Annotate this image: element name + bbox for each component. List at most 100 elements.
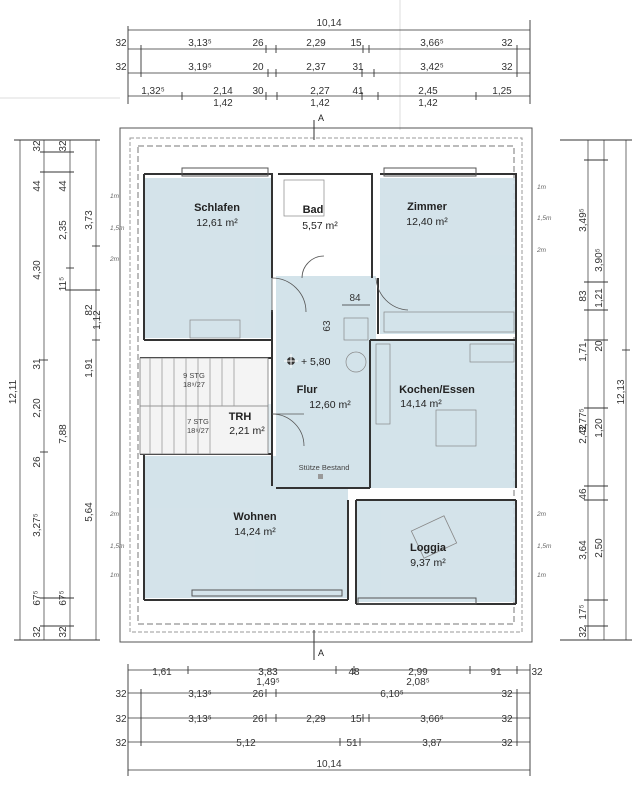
svg-text:67⁵: 67⁵ xyxy=(32,590,43,605)
svg-text:1,21: 1,21 xyxy=(594,288,605,308)
room-name-trh: TRH xyxy=(229,411,252,423)
svg-text:1,42: 1,42 xyxy=(310,98,330,109)
svg-text:1,5m: 1,5m xyxy=(110,225,125,232)
svg-text:3,66⁵: 3,66⁵ xyxy=(420,38,444,49)
svg-text:1,71: 1,71 xyxy=(578,342,589,362)
room-name-schlafen: Schlafen xyxy=(194,202,240,214)
svg-text:1,49⁵: 1,49⁵ xyxy=(256,677,280,688)
svg-text:32: 32 xyxy=(501,689,513,700)
svg-text:26: 26 xyxy=(32,456,43,468)
room-area-kochen: 14,14 m² xyxy=(400,398,442,410)
svg-text:2,45: 2,45 xyxy=(418,86,438,97)
room-area-wohnen: 14,24 m² xyxy=(234,526,276,538)
svg-text:2m: 2m xyxy=(109,256,120,263)
stuetze-label: Stütze Bestand xyxy=(299,463,350,472)
svg-text:7,88: 7,88 xyxy=(58,424,69,444)
column-marker xyxy=(318,474,323,479)
svg-text:1,5m: 1,5m xyxy=(110,543,125,550)
svg-text:1,25: 1,25 xyxy=(492,86,512,97)
svg-text:26: 26 xyxy=(252,689,264,700)
svg-text:3,83: 3,83 xyxy=(258,667,278,678)
svg-text:2,99: 2,99 xyxy=(408,667,428,678)
svg-text:32: 32 xyxy=(501,38,513,49)
svg-text:12,11: 12,11 xyxy=(8,379,19,404)
svg-text:3,64: 3,64 xyxy=(578,540,589,560)
svg-text:2,20: 2,20 xyxy=(32,398,43,418)
svg-text:1m: 1m xyxy=(537,184,547,191)
dormer-walls xyxy=(181,167,477,605)
svg-text:5,12: 5,12 xyxy=(236,738,256,749)
bottom-dim-row1: 1,61 3,83 48 2,99 91 32 1,49⁵ 2,08⁵ xyxy=(152,667,543,688)
room-area-flur: 12,60 m² xyxy=(309,399,351,411)
section-label-bottom: A xyxy=(318,648,324,658)
svg-text:3,66⁵: 3,66⁵ xyxy=(420,714,444,725)
staircase xyxy=(139,357,269,455)
door-swings xyxy=(271,255,409,447)
room-area-schlafen: 12,61 m² xyxy=(196,217,238,229)
top-total-dim: 10,14 xyxy=(316,18,341,29)
wohnen-fill xyxy=(144,456,348,598)
svg-text:3,49⁵: 3,49⁵ xyxy=(578,208,589,232)
svg-text:32: 32 xyxy=(115,689,127,700)
svg-text:20: 20 xyxy=(594,340,605,352)
svg-text:2m: 2m xyxy=(536,511,547,518)
svg-text:32: 32 xyxy=(58,140,69,152)
svg-text:46: 46 xyxy=(578,488,589,500)
svg-text:1,12: 1,12 xyxy=(92,310,103,330)
svg-text:3,19⁵: 3,19⁵ xyxy=(188,62,212,73)
right-dimension-chain xyxy=(560,139,632,641)
svg-text:2,37: 2,37 xyxy=(306,62,326,73)
right-dim-labels: 12,13 3,49⁵ 83 1,71 2,42 46 3,64 17⁵ 32 … xyxy=(578,208,627,637)
svg-text:31: 31 xyxy=(32,358,43,370)
svg-text:2,42: 2,42 xyxy=(578,424,589,444)
svg-text:3,87: 3,87 xyxy=(422,738,442,749)
svg-text:32: 32 xyxy=(115,738,127,749)
room-name-wohnen: Wohnen xyxy=(233,511,276,523)
top-dim-row1: 32 3,13⁵ 26 2,29 15 3,66⁵ 32 xyxy=(115,38,513,49)
svg-text:3,13⁵: 3,13⁵ xyxy=(188,689,212,700)
svg-text:32: 32 xyxy=(115,62,127,73)
svg-text:82: 82 xyxy=(84,304,95,316)
svg-text:30: 30 xyxy=(252,86,264,97)
svg-text:32: 32 xyxy=(32,626,43,638)
svg-text:2,35: 2,35 xyxy=(58,220,69,240)
svg-text:1,42: 1,42 xyxy=(213,98,233,109)
svg-text:91: 91 xyxy=(490,667,502,678)
room-area-trh: 2,21 m² xyxy=(229,425,265,437)
stair-bottom-ratio: 18⁹/27 xyxy=(187,426,209,435)
dim-63: 63 xyxy=(322,320,333,332)
svg-text:83: 83 xyxy=(578,290,589,302)
svg-text:48: 48 xyxy=(348,667,360,678)
svg-text:11⁵: 11⁵ xyxy=(58,277,69,292)
svg-text:1m: 1m xyxy=(110,193,120,200)
flur-fill xyxy=(276,276,376,488)
bottom-dimension-chain xyxy=(127,664,531,776)
svg-text:3,13⁵: 3,13⁵ xyxy=(188,714,212,725)
svg-text:32: 32 xyxy=(32,140,43,152)
svg-text:2m: 2m xyxy=(109,511,120,518)
top-dim-row2: 32 3,19⁵ 20 2,37 31 3,42⁵ 32 xyxy=(115,62,513,73)
svg-text:44: 44 xyxy=(32,180,43,192)
svg-text:32: 32 xyxy=(501,714,513,725)
bottom-dim-row2: 32 3,13⁵ 26 6,10⁵ 32 xyxy=(115,689,513,700)
svg-text:1,32⁵: 1,32⁵ xyxy=(141,86,165,97)
room-area-zimmer: 12,40 m² xyxy=(406,216,448,228)
bottom-dim-row4: 32 5,12 51 3,87 32 xyxy=(115,738,513,749)
room-area-loggia: 9,37 m² xyxy=(410,557,446,569)
svg-text:32: 32 xyxy=(531,667,543,678)
room-name-bad: Bad xyxy=(303,204,324,216)
room-name-zimmer: Zimmer xyxy=(407,201,447,213)
svg-text:1,91: 1,91 xyxy=(84,358,95,378)
svg-text:67⁵: 67⁵ xyxy=(58,590,69,605)
bottom-total-dim: 10,14 xyxy=(316,759,341,770)
svg-text:1,20: 1,20 xyxy=(594,418,605,438)
svg-text:2,27: 2,27 xyxy=(310,86,330,97)
top-dim-row3: 1,32⁵ 2,14 30 2,27 41 2,45 1,25 1,42 1,4… xyxy=(141,86,512,109)
stair-top-count: 9 STG xyxy=(183,371,205,380)
svg-text:3,13⁵: 3,13⁵ xyxy=(188,38,212,49)
svg-text:12,13: 12,13 xyxy=(616,379,627,404)
svg-text:2m: 2m xyxy=(536,247,547,254)
room-area-bad: 5,57 m² xyxy=(302,220,338,232)
svg-text:26: 26 xyxy=(252,38,264,49)
svg-text:3,27⁵: 3,27⁵ xyxy=(32,513,43,537)
